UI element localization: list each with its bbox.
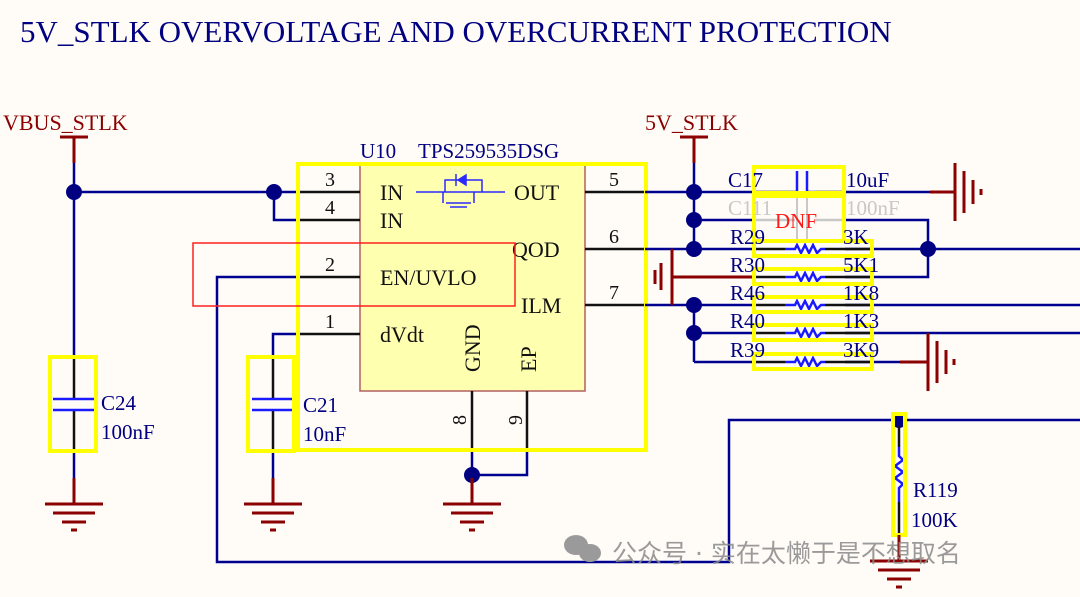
resistor-r119[interactable]: R119 100K (891, 412, 958, 537)
junction (464, 467, 480, 483)
ground-icon (653, 263, 663, 290)
svg-text:2: 2 (325, 254, 335, 276)
junction (686, 241, 702, 257)
ic-highlight (296, 162, 648, 452)
svg-text:R30: R30 (730, 253, 765, 277)
watermark: 公众号 · 实在太懒于是不想取名 (564, 535, 961, 568)
svg-text:C21: C21 (303, 393, 338, 417)
svg-text:1K3: 1K3 (843, 309, 879, 333)
junction (66, 184, 82, 200)
svg-text:3K9: 3K9 (843, 338, 879, 362)
pin-4: 4 IN (300, 197, 403, 233)
svg-text:R119: R119 (913, 478, 958, 502)
capacitor-c21[interactable]: C21 10nF (246, 355, 346, 453)
junction (686, 297, 702, 313)
capacitor-c24[interactable]: C24 100nF (48, 355, 155, 453)
capacitor-c17[interactable]: C17 10uF (728, 165, 889, 195)
svg-text:100nF: 100nF (846, 196, 900, 220)
ground-icon (244, 478, 302, 532)
junction (686, 184, 702, 200)
ground-icon (443, 478, 501, 532)
svg-text:IN: IN (380, 180, 403, 205)
svg-text:R40: R40 (730, 309, 765, 333)
en-uvlo-selection (192, 242, 516, 307)
svg-text:100K: 100K (911, 508, 958, 532)
svg-text:9: 9 (505, 415, 527, 425)
svg-text:1K8: 1K8 (843, 281, 879, 305)
junction (920, 241, 936, 257)
svg-text:1: 1 (325, 311, 335, 333)
pin-9: 9 EP (505, 346, 541, 450)
svg-text:EP: EP (516, 346, 541, 372)
svg-text:C111: C111 (728, 196, 772, 220)
resistor-r39[interactable]: R39 3K9 (730, 338, 879, 371)
svg-text:C24: C24 (101, 391, 137, 415)
mosfet-icon (416, 173, 505, 208)
ground-icon (900, 333, 956, 391)
pin-2: 2 EN/UVLO (300, 254, 477, 290)
net-label-5v: 5V_STLK (645, 110, 738, 135)
svg-text:R39: R39 (730, 338, 765, 362)
svg-text:R46: R46 (730, 281, 765, 305)
pin-5: 5 OUT (514, 169, 645, 205)
svg-text:7: 7 (609, 282, 619, 304)
svg-text:R29: R29 (730, 225, 765, 249)
svg-text:4: 4 (325, 197, 335, 219)
ground-icon (45, 478, 103, 532)
svg-text:3K: 3K (843, 225, 869, 249)
resistor-r29[interactable]: R29 3K (730, 225, 874, 258)
svg-text:5: 5 (609, 169, 619, 191)
ground-icon (870, 535, 928, 589)
pin-3: 3 IN (300, 169, 403, 205)
svg-text:10uF: 10uF (846, 168, 889, 192)
svg-text:6: 6 (609, 226, 619, 248)
ic-part: TPS259535DSG (418, 139, 559, 163)
svg-text:C17: C17 (728, 168, 763, 192)
svg-text:5K1: 5K1 (843, 253, 879, 277)
net-label-vbus: VBUS_STLK (3, 110, 128, 135)
svg-text:dVdt: dVdt (380, 322, 424, 347)
junction (686, 212, 702, 228)
svg-text:100nF: 100nF (101, 420, 155, 444)
svg-text:QOD: QOD (512, 237, 560, 262)
ic-ref: U10 (360, 139, 396, 163)
svg-text:EN/UVLO: EN/UVLO (380, 265, 477, 290)
svg-text:3: 3 (325, 169, 335, 191)
pin-7: 7 ILM (521, 282, 645, 318)
svg-text:ILM: ILM (521, 293, 561, 318)
svg-text:IN: IN (380, 208, 403, 233)
pin-6: 6 QOD (512, 226, 645, 262)
wechat-icon (564, 535, 601, 562)
resistor-r30[interactable]: R30 5K1 (730, 253, 879, 286)
svg-text:OUT: OUT (514, 180, 560, 205)
ic-body[interactable] (359, 162, 586, 392)
svg-text:8: 8 (449, 415, 471, 425)
dnf-label: DNF (775, 209, 817, 233)
svg-text:GND: GND (460, 324, 485, 372)
svg-text:公众号 · 实在太懒于是不想取名: 公众号 · 实在太懒于是不想取名 (612, 539, 961, 568)
resistor-r40[interactable]: R40 1K3 (730, 309, 879, 342)
sheet-title: 5V_STLK OVERVOLTAGE AND OVERCURRENT PROT… (20, 14, 892, 49)
junction (266, 184, 282, 200)
pin-8: 8 GND (449, 324, 485, 450)
ground-icon (930, 163, 983, 221)
junction (686, 325, 702, 341)
resistor-r46[interactable]: R46 1K8 (730, 281, 879, 314)
pin-1: 1 dVdt (300, 311, 424, 347)
svg-text:10nF: 10nF (303, 422, 346, 446)
